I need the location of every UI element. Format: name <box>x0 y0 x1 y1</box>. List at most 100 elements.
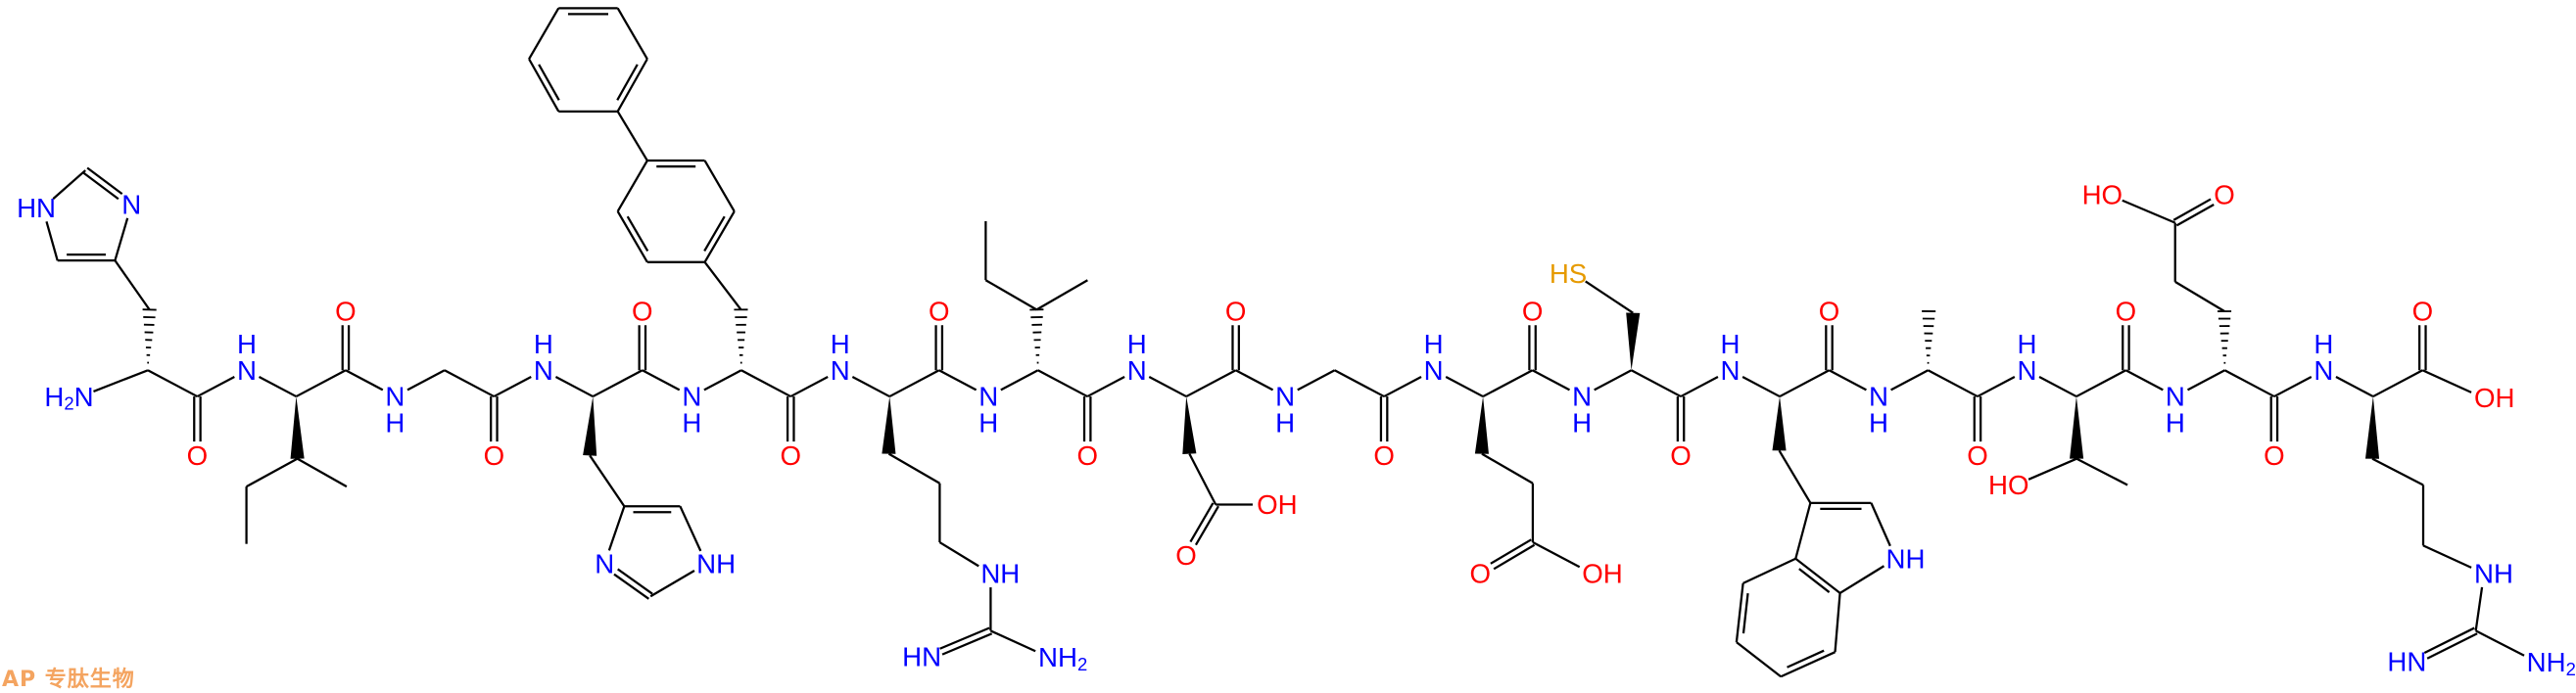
single-bond <box>618 8 647 59</box>
single-bond <box>1087 377 1124 396</box>
single-bond <box>1384 377 1421 396</box>
atom-label-n: N <box>534 355 553 386</box>
atom-label-n: NH <box>696 548 736 578</box>
single-bond <box>1186 370 1235 396</box>
double-bond <box>704 211 735 262</box>
hashed-wedge-bond <box>143 309 157 362</box>
atom-label-n: NH <box>1886 543 1926 574</box>
atom-label-n: NH2 <box>2527 647 2576 679</box>
double-bond <box>940 627 992 654</box>
double-bond <box>614 569 652 598</box>
atom-label-n: HN <box>17 193 56 223</box>
single-bond <box>93 370 147 392</box>
double-bond <box>936 325 942 370</box>
single-bond <box>1742 377 1780 396</box>
double-bond <box>1826 325 1832 370</box>
atom-label-h: H <box>1572 407 1592 438</box>
atom-label-n: N <box>121 190 141 220</box>
bonds-layer <box>46 8 2524 676</box>
single-bond <box>2187 370 2224 390</box>
atom-label-o: O <box>1175 540 1197 571</box>
single-bond <box>2274 377 2312 396</box>
watermark-logo: AP 专肽生物 <box>2 662 135 693</box>
double-bond <box>194 396 200 441</box>
atom-label-n: N <box>2017 355 2036 386</box>
single-bond <box>1586 281 1634 312</box>
single-bond <box>445 370 494 396</box>
single-bond <box>593 370 642 396</box>
atom-label-n: N <box>1721 355 1741 386</box>
single-bond <box>680 506 700 551</box>
single-bond <box>1737 642 1781 676</box>
wedge-bond <box>583 396 596 456</box>
atom-label-h: H <box>2166 407 2185 438</box>
wedge-bond <box>1626 312 1640 370</box>
single-bond <box>1038 370 1087 396</box>
single-bond <box>115 218 127 260</box>
single-bond <box>1236 370 1273 390</box>
double-bond <box>1810 503 1871 509</box>
atom-label-o: O <box>1819 297 1840 327</box>
wedge-bond <box>2070 396 2083 459</box>
double-bond <box>58 254 116 260</box>
double-bond <box>343 325 349 370</box>
atom-label-n: N <box>1127 355 1147 386</box>
atom-label-o: OH <box>1257 489 1297 520</box>
single-bond <box>53 170 85 199</box>
single-bond <box>1533 542 1580 567</box>
atom-label-n: N <box>1424 355 1444 386</box>
single-bond <box>1483 370 1532 396</box>
single-bond <box>985 280 1036 309</box>
hashed-wedge-bond <box>734 309 747 362</box>
atom-label-n: NH <box>980 558 1020 588</box>
wedge-bond <box>882 396 895 454</box>
single-bond <box>1871 503 1889 546</box>
single-bond <box>1795 503 1810 559</box>
single-bond <box>2476 630 2524 655</box>
double-bond <box>618 211 648 262</box>
atom-label-o: OH <box>1582 558 1622 588</box>
atom-label-n: N <box>595 548 614 578</box>
atom-label-o: O <box>1522 297 1544 327</box>
single-bond <box>643 370 680 390</box>
atom-label-o: O <box>1373 440 1395 471</box>
atom-label-o: O <box>484 440 505 471</box>
single-bond <box>650 571 694 596</box>
atom-label-o: HO <box>2082 180 2123 210</box>
single-bond <box>296 370 345 396</box>
single-bond <box>1836 593 1840 652</box>
atom-label-o: O <box>1967 440 1988 471</box>
double-bond <box>2424 628 2477 659</box>
single-bond <box>2224 370 2273 396</box>
double-bond <box>1795 559 1839 593</box>
single-bond <box>1891 370 1929 390</box>
double-bond <box>1381 396 1387 441</box>
double-bond <box>2123 325 2128 370</box>
hashed-wedge-bond <box>2218 311 2231 363</box>
atom-label-n: N <box>237 355 257 386</box>
atom-label-h: H <box>237 329 257 359</box>
atom-labels-layer: ONHONHONHONHONHONHONHONHONHONHONHONHONHO… <box>17 180 2576 679</box>
single-bond <box>704 370 741 390</box>
single-bond <box>2372 459 2423 485</box>
single-bond <box>2076 370 2125 396</box>
single-bond <box>247 459 298 486</box>
single-bond <box>1446 377 1483 396</box>
single-bond <box>1298 370 1335 390</box>
single-bond <box>939 542 978 566</box>
single-bond <box>2423 545 2471 568</box>
atom-label-n: HN <box>2387 647 2426 677</box>
atom-label-o: HO <box>1988 470 2028 500</box>
single-bond <box>1681 377 1718 396</box>
atom-label-h: H <box>2017 329 2036 359</box>
single-bond <box>1036 280 1087 309</box>
atom-label-h: H <box>1721 329 1741 359</box>
atom-label-n: H2N <box>44 382 93 414</box>
single-bond <box>197 377 234 396</box>
single-bond <box>888 454 939 484</box>
single-bond <box>2336 377 2373 396</box>
single-bond <box>2028 459 2076 480</box>
atom-label-o: O <box>187 440 209 471</box>
atom-label-o: O <box>1225 297 1247 327</box>
